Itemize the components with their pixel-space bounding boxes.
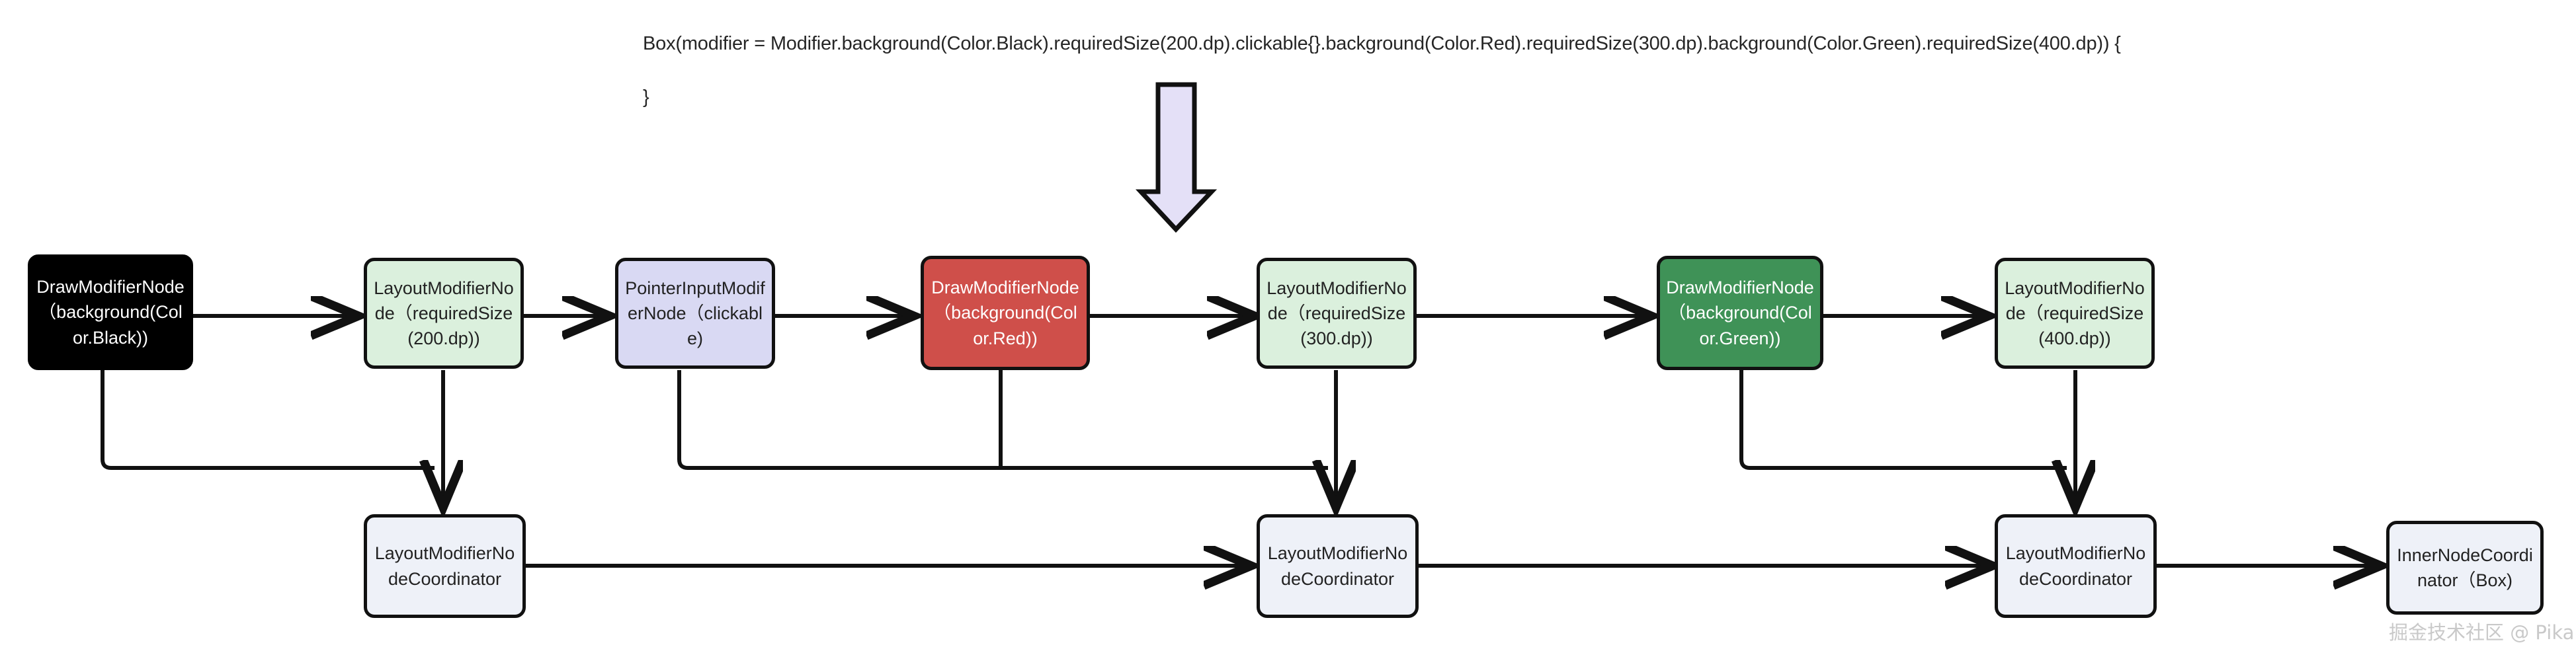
node-label: PointerInputModiferNode（clickable)	[625, 278, 765, 349]
node-label: DrawModifierNode（background(Color.Green)…	[1666, 278, 1814, 348]
node-pointer-input-modifier[interactable]: PointerInputModiferNode（clickable)	[615, 258, 775, 369]
node-label: LayoutModifierNode（requiredSize(400.dp))	[2005, 278, 2145, 349]
node-label: LayoutModifierNode（requiredSize(200.dp))	[374, 278, 514, 349]
node-draw-modifier-black[interactable]: DrawModifierNode（background(Color.Black)…	[28, 254, 193, 370]
node-layout-modifier-node-coordinator-1[interactable]: LayoutModifierNodeCoordinator	[364, 514, 526, 618]
node-label: DrawModifierNode（background(Color.Red))	[931, 278, 1079, 348]
node-layout-modifier-node-coordinator-3[interactable]: LayoutModifierNodeCoordinator	[1995, 514, 2157, 618]
node-label: LayoutModifierNodeCoordinator	[2005, 543, 2146, 589]
code-snippet-line-1: Box(modifier = Modifier.background(Color…	[643, 33, 2121, 54]
connector-pointer-down	[677, 370, 1328, 470]
node-layout-modifier-400[interactable]: LayoutModifierNode（requiredSize(400.dp))	[1995, 258, 2155, 369]
node-label: LayoutModifierNodeCoordinator	[1267, 543, 1408, 589]
node-label: DrawModifierNode（background(Color.Black)…	[36, 277, 185, 348]
node-label: LayoutModifierNodeCoordinator	[374, 543, 515, 589]
node-inner-node-coordinator[interactable]: InnerNodeCoordinator（Box)	[2386, 521, 2544, 615]
node-draw-modifier-green[interactable]: DrawModifierNode（background(Color.Green)…	[1657, 256, 1823, 370]
node-draw-modifier-red[interactable]: DrawModifierNode（background(Color.Red))	[921, 256, 1090, 370]
code-snippet-line-2: }	[643, 87, 649, 108]
node-label: InnerNodeCoordinator（Box)	[2397, 545, 2533, 590]
node-layout-modifier-200[interactable]: LayoutModifierNode（requiredSize(200.dp))	[364, 258, 524, 369]
connector-black-down	[101, 370, 435, 470]
node-layout-modifier-node-coordinator-2[interactable]: LayoutModifierNodeCoordinator	[1257, 514, 1419, 618]
down-arrow-icon	[1135, 82, 1218, 233]
watermark: 掘金技术社区 @ Pika	[2389, 621, 2575, 644]
connector-green-down	[1739, 370, 2067, 470]
node-layout-modifier-300[interactable]: LayoutModifierNode（requiredSize(300.dp))	[1257, 258, 1417, 369]
node-label: LayoutModifierNode（requiredSize(300.dp))	[1267, 278, 1407, 349]
